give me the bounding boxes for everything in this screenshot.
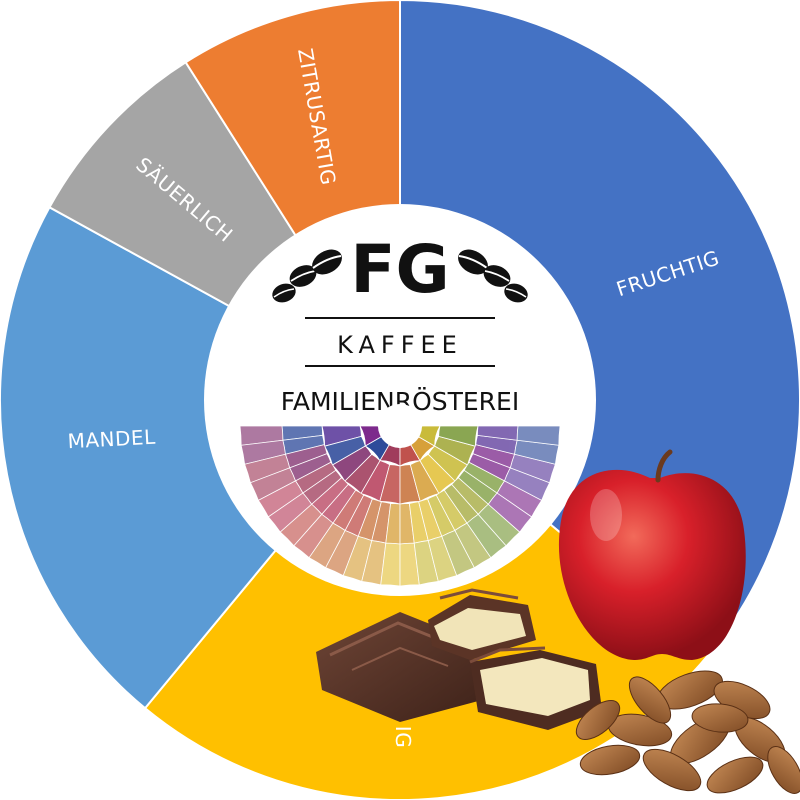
flavor-wheel-hub — [378, 404, 422, 448]
segment-label-mandel: MANDEL — [67, 425, 157, 454]
flavor-wheel-image — [239, 404, 561, 587]
donut-slice-mandel — [0, 205, 402, 710]
almond-icon — [579, 744, 641, 776]
almond-icon — [628, 676, 672, 724]
chocolate-image — [316, 588, 602, 730]
coffee-bean-icon — [272, 249, 342, 303]
logo-line1: KAFFEE — [337, 331, 463, 359]
almond-icon — [691, 703, 749, 733]
almond-icon — [642, 748, 702, 792]
brand-logo: FG KAFFEE FAMILIENRÖSTEREI — [272, 231, 528, 416]
almond-icon — [706, 756, 764, 794]
almond-icon — [767, 746, 800, 794]
coffee-bean-icon — [458, 249, 528, 303]
flavor-wheel-cell — [516, 425, 561, 446]
almond-icon — [575, 700, 621, 740]
almonds-image — [575, 670, 800, 794]
apple-image — [558, 449, 746, 660]
logo-mark: FG — [350, 231, 449, 308]
segment-label-partial: IG — [391, 726, 415, 748]
